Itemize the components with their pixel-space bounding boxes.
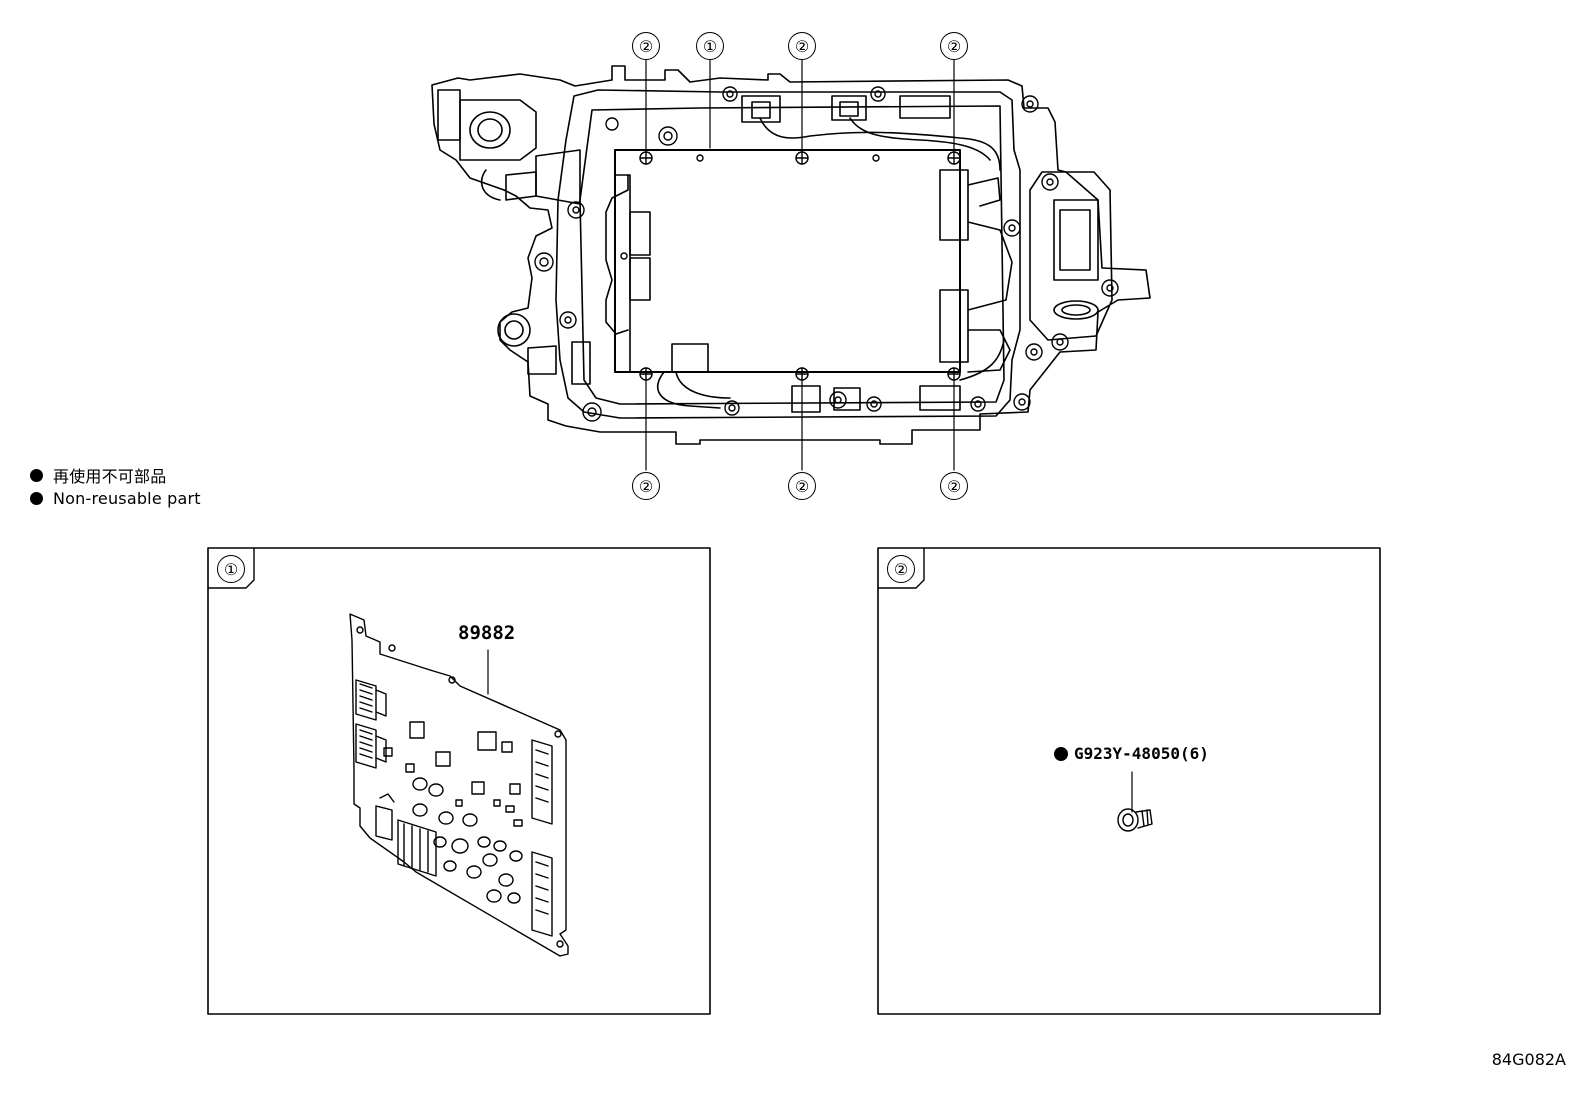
part-number-bolt: G923Y-48050(6) [1054,744,1209,763]
panel-1-frame [207,547,711,1015]
callout-bolt-bottom-right: ② [940,472,968,500]
callout-bolt-bottom-center: ② [788,472,816,500]
part-number-circuit-board: 89882 [458,622,516,644]
inverter-housing-drawing [431,57,1151,471]
bolt-drawing [1117,771,1153,832]
panel-2-frame [877,547,1381,1015]
non-reusable-dot-icon [30,492,43,505]
non-reusable-dot-icon [1054,746,1068,761]
legend-english-text: Non-reusable part [53,489,201,508]
circuit-board-drawing [349,613,569,957]
callout-bolt-top-left: ② [632,32,660,60]
panel-1-number: ① [217,555,245,583]
legend-japanese-text: 再使用不可部品 [53,467,167,486]
callout-bolt-bottom-left: ② [632,472,660,500]
panel-2-number: ② [887,555,915,583]
diagram-code: 84G082A [1491,1050,1566,1069]
callout-bolt-top-center: ② [788,32,816,60]
legend-english: Non-reusable part [30,489,201,508]
callout-bolt-top-right: ② [940,32,968,60]
non-reusable-dot-icon [30,468,43,482]
callout-circuit-board: ① [696,32,724,60]
legend-japanese: 再使用不可部品 [30,463,166,487]
part-number-bolt-text: G923Y-48050(6) [1074,744,1209,763]
